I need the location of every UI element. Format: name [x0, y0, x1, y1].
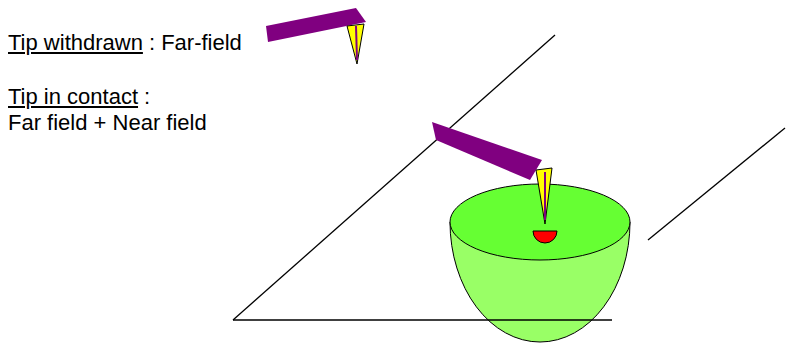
caption-label: : [144, 84, 150, 110]
tip [536, 168, 552, 224]
plane-edge [648, 128, 785, 240]
tip [347, 24, 364, 64]
plane-edge [233, 319, 612, 320]
tip-edge [544, 172, 546, 220]
caption-label: : Far-field [149, 30, 242, 56]
near-field-spot [533, 231, 557, 243]
cantilever [432, 122, 542, 180]
caption-label: Far field + Near field [8, 110, 207, 136]
tip-edge [356, 26, 357, 60]
heading-label: Tip withdrawn [8, 30, 143, 56]
heading-label: Tip in contact [8, 84, 138, 110]
